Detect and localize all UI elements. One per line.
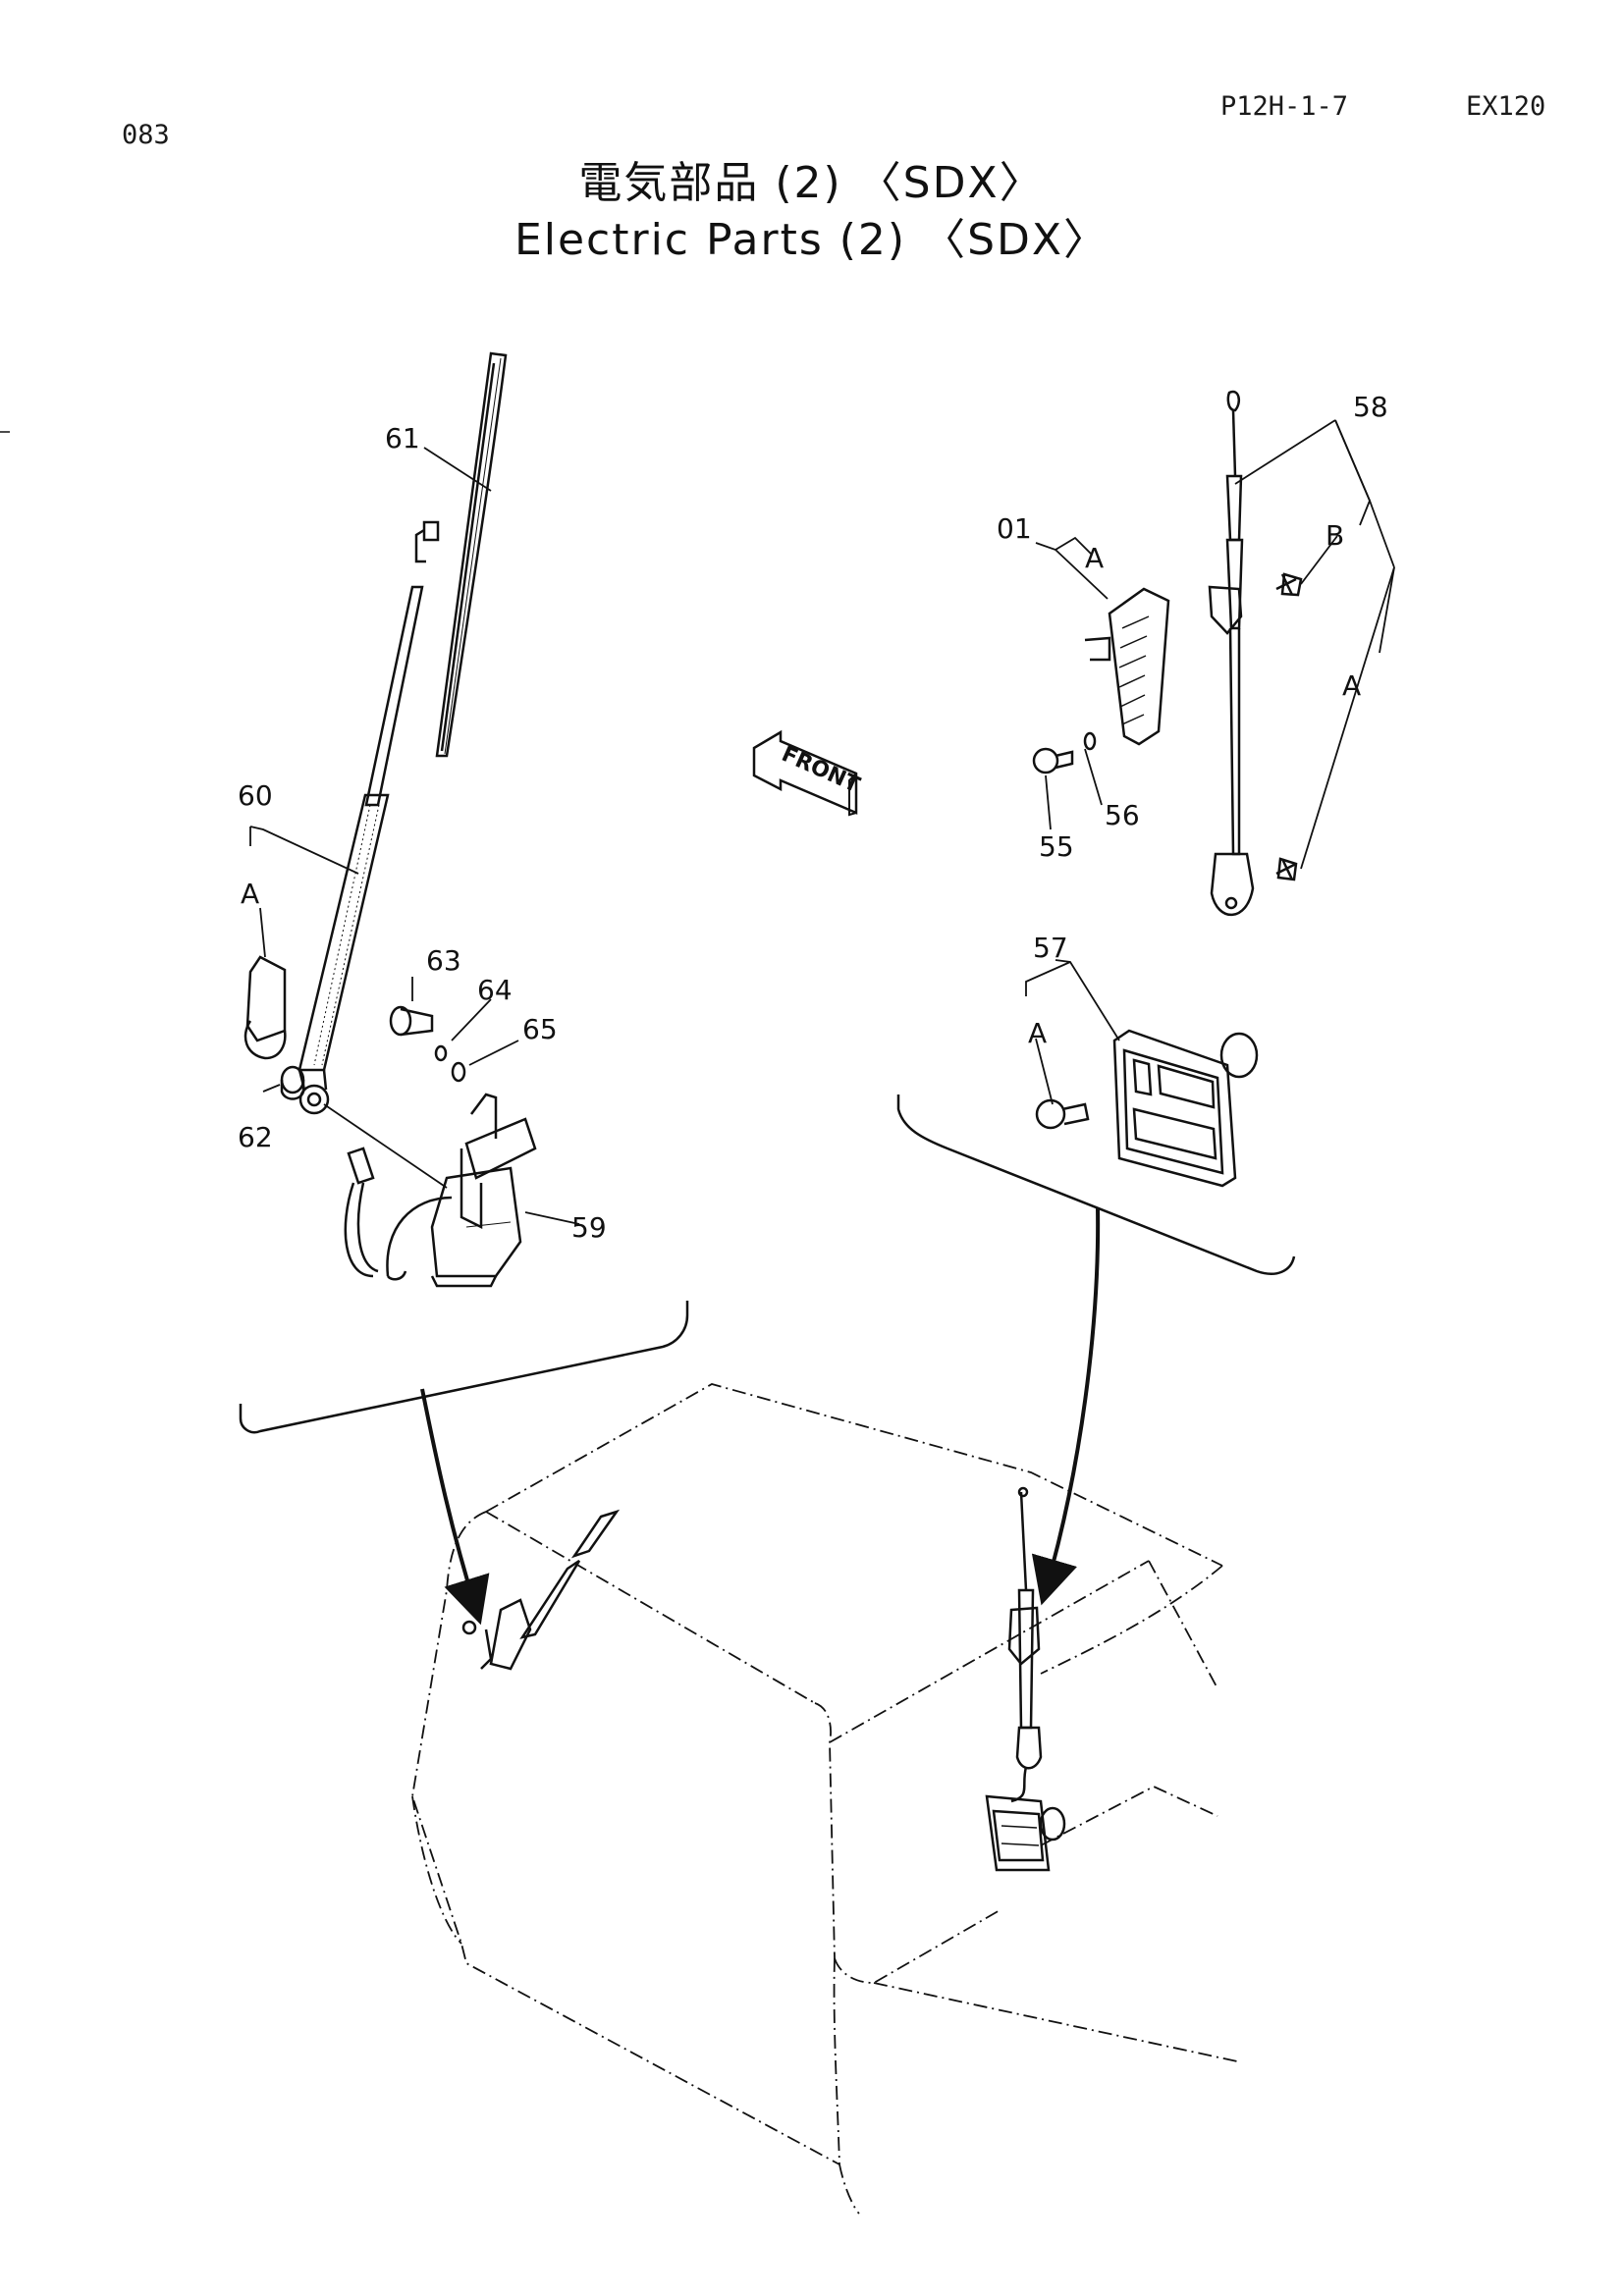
callout-57: 57 [1033, 932, 1068, 964]
callout-labels: 61 60 A 63 64 65 62 59 01 A 56 55 58 B A… [238, 391, 1388, 1244]
left-detail-boundary [239, 1301, 689, 1434]
callout-a-58: A [1342, 669, 1361, 702]
front-direction-arrow: FRONT [752, 729, 863, 817]
callout-56: 56 [1105, 799, 1140, 831]
right-detail-boundary [896, 1095, 1296, 1275]
work-lamp-illustration [1032, 587, 1170, 774]
callout-55: 55 [1039, 830, 1074, 863]
installed-wiper-on-cab [461, 1509, 621, 1671]
wiper-blade-illustration [414, 351, 508, 758]
right-location-arrow [1031, 1206, 1101, 1606]
cab-body-outline [411, 1383, 1238, 2215]
callout-64: 64 [477, 974, 513, 1006]
left-location-arrow [420, 1388, 490, 1626]
small-fasteners-illustration [280, 1005, 466, 1100]
wiper-motor-illustration [344, 1093, 537, 1288]
installed-light-on-cab [985, 1794, 1066, 1872]
callout-61: 61 [385, 422, 420, 454]
callout-01: 01 [997, 512, 1032, 545]
page-number: 083 [122, 120, 170, 150]
leader-lines [249, 419, 1395, 1225]
callout-65: 65 [522, 1013, 558, 1045]
callout-a-60: A [241, 878, 259, 910]
antenna-illustration [1208, 390, 1303, 917]
callout-63: 63 [426, 944, 461, 977]
callout-a-57: A [1028, 1017, 1047, 1049]
wiper-arm-illustration [298, 585, 424, 1115]
callout-a-01: A [1085, 542, 1104, 574]
reference-code: P12H-1-7 [1220, 91, 1349, 122]
model-code: EX120 [1466, 91, 1546, 122]
callout-59: 59 [571, 1211, 607, 1244]
cab-light-illustration [1035, 1029, 1259, 1188]
page-title-japanese: 電気部品 (2) 〈SDX〉 [578, 158, 1045, 208]
callout-b-58: B [1325, 519, 1344, 552]
callout-62: 62 [238, 1121, 273, 1153]
arm-clip-illustration [243, 955, 287, 1060]
callout-58: 58 [1353, 391, 1388, 423]
page-title-english: Electric Parts (2) 〈SDX〉 [514, 215, 1109, 265]
installed-antenna-on-cab [1007, 1486, 1043, 1803]
callout-60: 60 [238, 779, 273, 812]
